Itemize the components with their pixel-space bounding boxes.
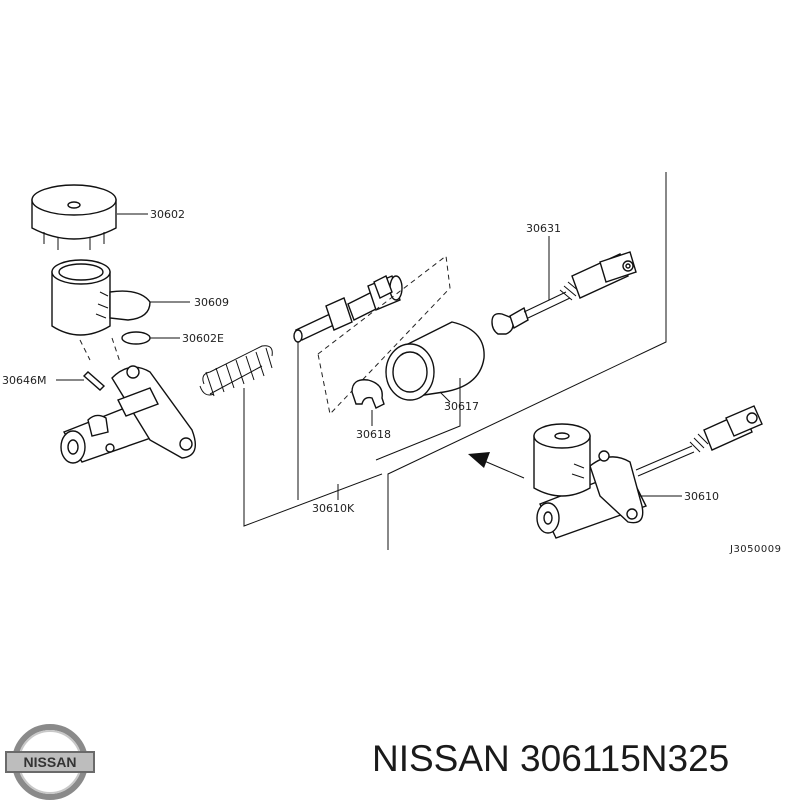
assembled-master-cylinder-part (533, 405, 763, 539)
nissan-logo-icon: NISSAN (5, 724, 95, 800)
direction-arrow-icon (468, 452, 525, 479)
label-30618: 30618 (356, 428, 391, 441)
kit-dashed-outline (317, 255, 451, 416)
label-30602: 30602 (150, 208, 185, 221)
spring-part (199, 345, 273, 397)
reservoir-cap-part (31, 184, 117, 250)
leader-30617 (439, 391, 451, 403)
seal-part (385, 321, 485, 401)
caption-brand: NISSAN (372, 738, 510, 779)
label-30610k: 30610K (312, 502, 355, 515)
label-30610: 30610 (684, 490, 719, 503)
label-30602e: 30602E (182, 332, 224, 345)
reference-code: J3050009 (729, 544, 782, 555)
kit-bracket-lines (243, 342, 461, 527)
part-caption: NISSAN 306115N325 (372, 738, 792, 788)
o-ring-part (121, 331, 151, 345)
reservoir-part (51, 259, 151, 336)
pin-part (82, 371, 106, 391)
master-cylinder-body-part (60, 365, 196, 464)
push-rod-part (491, 251, 637, 335)
label-30646m: 30646M (2, 374, 46, 387)
label-30617: 30617 (444, 400, 479, 413)
caption-part-number: 306115N325 (520, 738, 730, 779)
label-30631: 30631 (526, 222, 561, 235)
assembly-guide-dashes (79, 337, 121, 363)
snap-ring-part (351, 379, 385, 409)
label-30609: 30609 (194, 296, 229, 309)
piston-rod-part (293, 275, 403, 343)
logo-text: NISSAN (24, 754, 77, 770)
assembly-bracket-line (387, 172, 667, 550)
